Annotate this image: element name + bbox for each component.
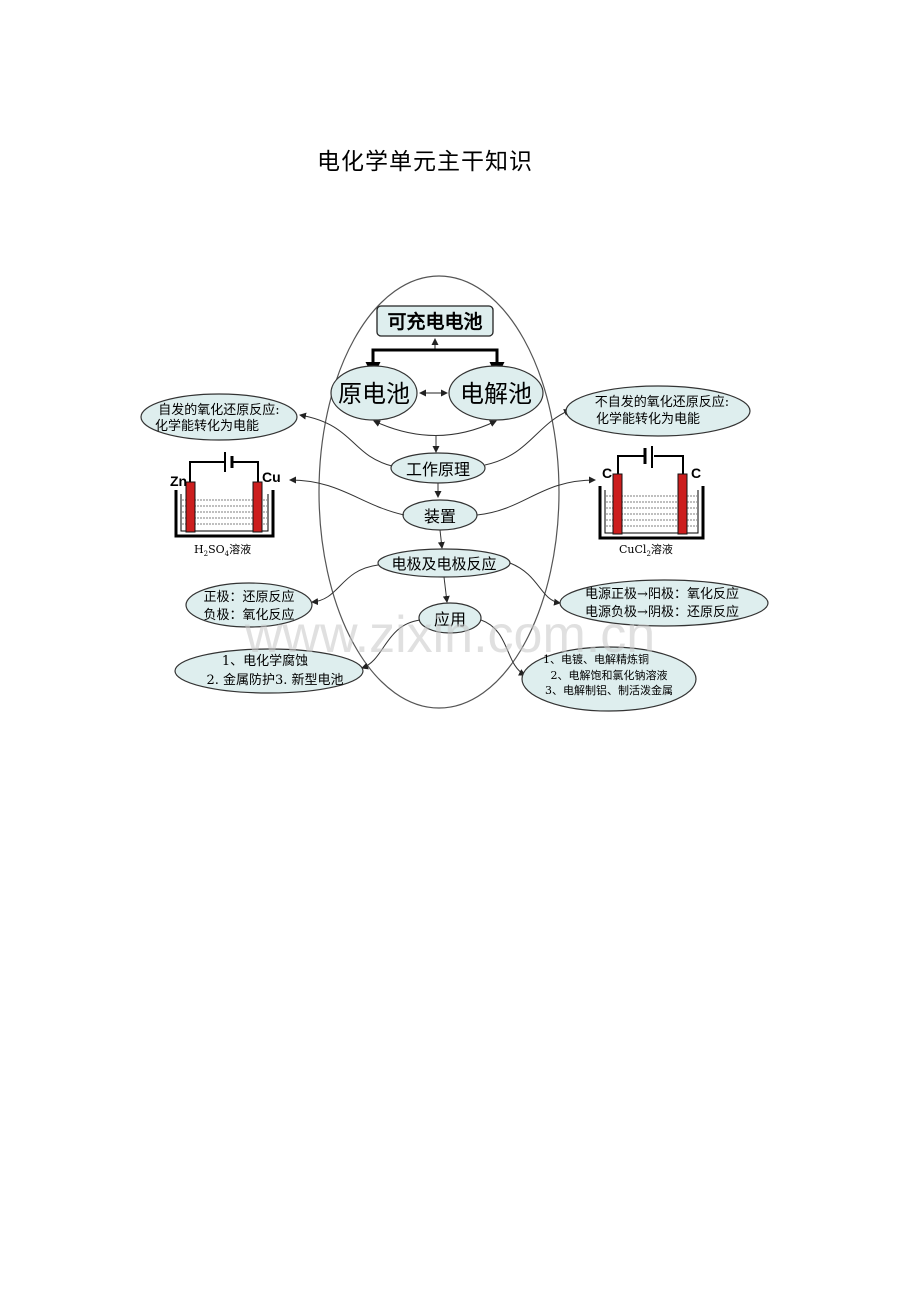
device-node: 装置 <box>402 499 478 531</box>
left-electrode-line2: 负极：氧化反应 <box>203 607 294 623</box>
primary-cell-label: 原电池 <box>338 380 410 408</box>
application-label: 应用 <box>434 610 466 629</box>
c-right-electrode <box>677 473 688 535</box>
working-principle-node: 工作原理 <box>390 452 486 484</box>
electrode-reaction-label: 电极及电极反应 <box>391 555 496 573</box>
primary-cell-node: 原电池 <box>330 365 418 421</box>
right-application-line2: 2、电解饱和氯化钠溶液 <box>551 668 668 682</box>
right-electrode-bubble: 电源正极→阳极：氧化反应 电源负极→阴极：还原反应 <box>559 579 769 627</box>
right-application-line1: 1、电镀、电解精炼铜 <box>543 652 649 666</box>
c-left-electrode <box>612 473 623 535</box>
left-principle-line1: 自发的氧化还原反应: <box>158 402 279 418</box>
application-node: 应用 <box>418 602 482 634</box>
rechargeable-battery-box: 可充电电池 <box>376 305 494 337</box>
right-electrode-line1: 电源正极→阳极：氧化反应 <box>585 586 739 602</box>
device-label: 装置 <box>424 507 456 526</box>
right-electrode-line2: 电源负极→阴极：还原反应 <box>585 604 739 620</box>
right-application-line3: 3、电解制铝、制活泼金属 <box>545 683 673 697</box>
right-principle-line2: 化学能转化为电能 <box>596 411 700 427</box>
left-application-bubble: 1、电化学腐蚀 2. 金属防护3. 新型电池 <box>174 648 364 694</box>
central-ellipse <box>318 275 560 709</box>
left-principle-bubble: 自发的氧化还原反应: 化学能转化为电能 <box>140 393 298 441</box>
rechargeable-battery-label: 可充电电池 <box>387 310 482 333</box>
h2so4-label: H2SO4溶液 <box>194 542 251 558</box>
electrolytic-cell-label: 电解池 <box>460 380 532 408</box>
zn-label: Zn <box>170 473 187 489</box>
left-application-line1: 1、电化学腐蚀 <box>222 653 308 669</box>
c-left-label: C <box>602 465 612 481</box>
right-principle-bubble: 不自发的氧化还原反应: 化学能转化为电能 <box>565 385 751 437</box>
electrolytic-cell-node: 电解池 <box>448 365 544 421</box>
working-principle-label: 工作原理 <box>406 460 470 479</box>
page-title: 电化学单元主干知识 <box>317 149 533 175</box>
cu-label: Cu <box>262 469 281 485</box>
right-principle-line1: 不自发的氧化还原反应: <box>595 394 729 410</box>
zn-electrode <box>185 481 196 533</box>
left-electrode-line1: 正极：还原反应 <box>203 589 294 605</box>
right-application-bubble: 1、电镀、电解精炼铜 2、电解饱和氯化钠溶液 3、电解制铝、制活泼金属 <box>521 646 697 712</box>
galvanic-cell-drawing: Zn Cu H2SO4溶液 <box>170 452 281 558</box>
electrode-reaction-node: 电极及电极反应 <box>377 548 511 578</box>
c-right-label: C <box>691 465 701 481</box>
left-principle-line2: 化学能转化为电能 <box>155 418 259 434</box>
left-electrode-bubble: 正极：还原反应 负极：氧化反应 <box>185 582 313 628</box>
cu-electrode <box>252 481 263 533</box>
cucl2-label: CuCl2溶液 <box>619 542 673 558</box>
electrolytic-cell-drawing: C C CuCl2溶液 <box>598 446 705 558</box>
watermark: www.zixin.com.cn <box>244 606 655 664</box>
left-application-line2: 2. 金属防护3. 新型电池 <box>206 672 343 688</box>
